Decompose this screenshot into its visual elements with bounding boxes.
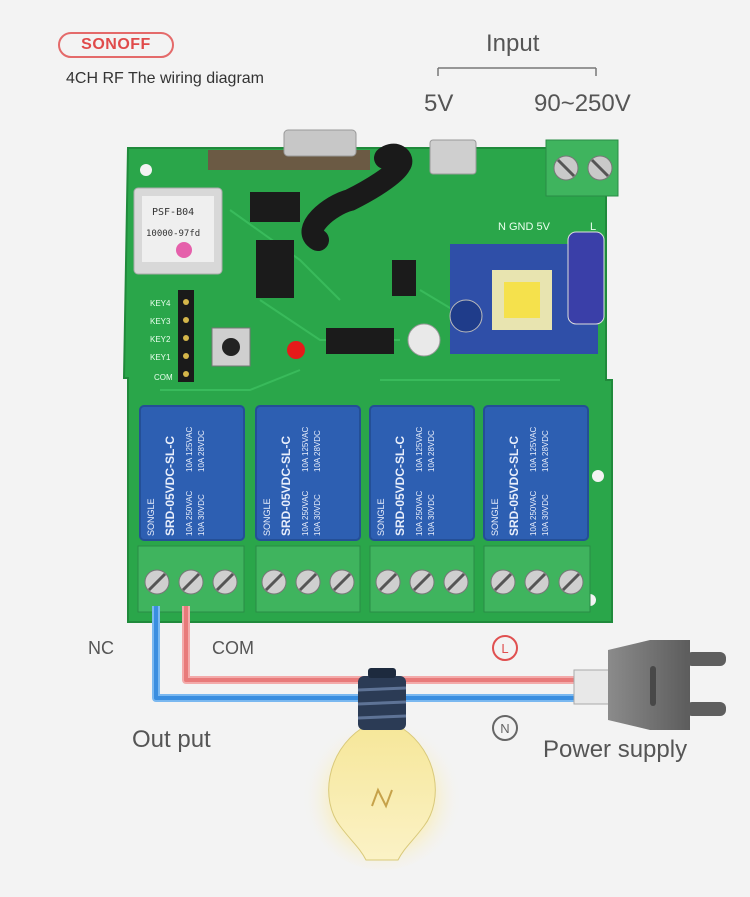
com-label: COM xyxy=(212,638,254,658)
relay-2-model: SRD-05VDC-SL-C xyxy=(279,436,293,536)
power-plug xyxy=(573,640,726,730)
key1-label: KEY1 xyxy=(150,353,171,362)
status-led xyxy=(287,341,305,359)
relay-1-rating3: 10A 30VDC xyxy=(197,494,206,536)
input-5v-label: 5V xyxy=(424,90,454,117)
key3-label: KEY3 xyxy=(150,317,171,326)
capacitor xyxy=(407,323,441,357)
l-terminal-label: L xyxy=(590,221,596,233)
output-label: Out put xyxy=(132,726,211,753)
input-title: Input xyxy=(486,30,540,57)
output-terminals xyxy=(137,545,591,613)
ic-chips xyxy=(250,192,416,354)
neutral-wire xyxy=(152,606,600,702)
light-bulb xyxy=(302,668,462,870)
relay-4-model: SRD-05VDC-SL-C xyxy=(507,436,521,536)
relay-3-rating2: 10A 125VAC xyxy=(415,427,424,472)
live-symbol: L xyxy=(492,635,518,661)
relay-4-brand: SONGLE xyxy=(490,498,500,536)
relay-2-rating3: 10A 30VDC xyxy=(313,494,322,536)
power-module xyxy=(449,231,605,354)
key4-label: KEY4 xyxy=(150,299,171,308)
terminal-block-2 xyxy=(255,545,361,613)
key2-label: KEY2 xyxy=(150,335,171,344)
relay-2-rating4: 10A 28VDC xyxy=(313,430,322,472)
relay-1-rating4: 10A 28VDC xyxy=(197,430,206,472)
relay-3-rating4: 10A 28VDC xyxy=(427,430,436,472)
micro-usb-port xyxy=(429,139,477,175)
relay-3-brand: SONGLE xyxy=(376,498,386,536)
relay-3: SRD-05VDC-SL-C SONGLE 10A 250VAC 10A 30V… xyxy=(369,405,475,541)
svg-text:N: N xyxy=(500,721,509,736)
diagram-subtitle: 4CH RF The wiring diagram xyxy=(66,70,264,87)
rf-module: PSF-B04 10000-97fd xyxy=(133,187,223,275)
neutral-symbol: N xyxy=(492,715,518,741)
relay-3-rating3: 10A 30VDC xyxy=(427,494,436,536)
top-connector xyxy=(208,129,370,170)
relay-1-brand: SONGLE xyxy=(146,498,156,536)
relay-2: SRD-05VDC-SL-C SONGLE 10A 250VAC 10A 30V… xyxy=(255,405,361,541)
relay-1-rating2: 10A 125VAC xyxy=(185,427,194,472)
com-pin-label: COM xyxy=(154,373,173,382)
relay-3-model: SRD-05VDC-SL-C xyxy=(393,436,407,536)
input-ac-label: 90~250V xyxy=(534,90,631,117)
input-terminal xyxy=(545,139,619,197)
brand-badge: SONOFF xyxy=(58,32,174,58)
live-wire xyxy=(182,606,600,684)
input-bracket xyxy=(437,67,597,76)
n-gnd-5v-label: N GND 5V xyxy=(498,221,551,233)
relay-2-rating2: 10A 125VAC xyxy=(301,427,310,472)
relay-4-rating3: 10A 30VDC xyxy=(541,494,550,536)
relay-2-brand: SONGLE xyxy=(262,498,272,536)
relay-1-model: SRD-05VDC-SL-C xyxy=(163,436,177,536)
relay-4-rating1: 10A 250VAC xyxy=(529,491,538,536)
svg-text:L: L xyxy=(501,641,508,656)
relay-4-rating2: 10A 125VAC xyxy=(529,427,538,472)
module-label-line2: 10000-97fd xyxy=(146,229,200,239)
antenna-coil xyxy=(301,143,413,251)
relay-4-rating4: 10A 28VDC xyxy=(541,430,550,472)
key-pin-header xyxy=(178,290,194,382)
terminal-block-1 xyxy=(137,545,245,613)
module-label-line1: PSF-B04 xyxy=(152,207,194,218)
relay-1-rating1: 10A 250VAC xyxy=(185,491,194,536)
relay-2-rating1: 10A 250VAC xyxy=(301,491,310,536)
relay-4: SRD-05VDC-SL-C SONGLE 10A 250VAC 10A 30V… xyxy=(483,405,589,541)
relay-3-rating1: 10A 250VAC xyxy=(415,491,424,536)
nc-label: NC xyxy=(88,638,114,658)
terminal-block-4 xyxy=(483,545,591,613)
power-supply-label: Power supply xyxy=(543,736,688,763)
terminal-block-3 xyxy=(369,545,475,613)
relay-1: SRD-05VDC-SL-C SONGLE 10A 250VAC 10A 30V… xyxy=(139,405,245,541)
